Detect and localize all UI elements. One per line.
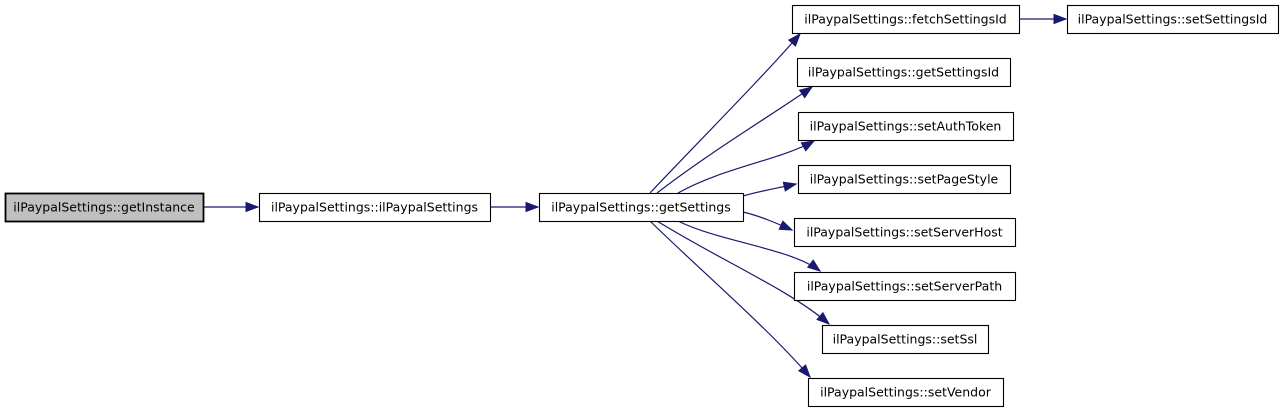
node-box[interactable] xyxy=(821,324,990,355)
node-label[interactable]: ilPaypalSettings::setAuthToken xyxy=(810,119,1002,134)
node-label[interactable]: ilPaypalSettings::setSsl xyxy=(833,332,978,347)
edge-getSettings-to-setSsl xyxy=(656,220,831,325)
node-label[interactable]: ilPaypalSettings::setVendor xyxy=(820,385,992,400)
node-box[interactable] xyxy=(1066,4,1280,35)
arrowhead-icon xyxy=(778,220,794,231)
edge-getInstance-to-ilPaypalSettings xyxy=(203,201,260,213)
node-label[interactable]: ilPaypalSettings::getSettingsId xyxy=(808,65,999,80)
graph-node-fetchSettingsId[interactable]: ilPaypalSettings::fetchSettingsId xyxy=(791,4,1021,35)
edge-line xyxy=(656,220,830,325)
node-box[interactable] xyxy=(797,164,1012,195)
graph-node-getSettingsId[interactable]: ilPaypalSettings::getSettingsId xyxy=(796,57,1012,88)
node-box[interactable] xyxy=(793,217,1017,248)
edge-getSettings-to-fetchSettingsId xyxy=(649,32,801,194)
graph-node-setSettingsId[interactable]: ilPaypalSettings::setSettingsId xyxy=(1066,4,1280,35)
graph-node-setServerPath[interactable]: ilPaypalSettings::setServerPath xyxy=(793,271,1017,302)
arrowhead-icon xyxy=(525,201,540,213)
node-label[interactable]: ilPaypalSettings::setServerHost xyxy=(806,225,1002,240)
arrowhead-icon xyxy=(782,181,798,192)
graph-node-setVendor[interactable]: ilPaypalSettings::setVendor xyxy=(807,377,1005,408)
node-box[interactable] xyxy=(4,192,205,223)
node-box[interactable] xyxy=(796,57,1012,88)
node-label[interactable]: ilPaypalSettings::getInstance xyxy=(13,200,195,215)
edge-line xyxy=(649,220,811,378)
arrowhead-icon xyxy=(798,86,814,99)
arrowhead-icon xyxy=(797,364,811,379)
node-label[interactable]: ilPaypalSettings::ilPaypalSettings xyxy=(271,200,478,215)
graph-node-ilPaypalSettings[interactable]: ilPaypalSettings::ilPaypalSettings xyxy=(258,192,492,223)
node-box[interactable] xyxy=(538,192,745,223)
edge-getSettings-to-setPageStyle xyxy=(742,181,798,197)
edge-getSettings-to-setServerHost xyxy=(742,211,794,231)
edge-getSettings-to-setAuthToken xyxy=(677,140,816,194)
edge-getSettings-to-setVendor xyxy=(649,220,811,379)
node-label[interactable]: ilPaypalSettings::setServerPath xyxy=(807,279,1002,294)
arrowhead-icon xyxy=(245,201,260,213)
graph-node-setPageStyle[interactable]: ilPaypalSettings::setPageStyle xyxy=(797,164,1012,195)
edge-ilPaypalSettings-to-getSettings xyxy=(490,201,540,213)
arrowhead-icon xyxy=(787,32,801,47)
edge-getSettings-to-getSettingsId xyxy=(656,86,814,194)
graph-node-setSsl[interactable]: ilPaypalSettings::setSsl xyxy=(821,324,990,355)
edge-line xyxy=(677,140,815,194)
edge-line xyxy=(656,86,813,194)
node-box[interactable] xyxy=(793,271,1017,302)
node-box[interactable] xyxy=(258,192,492,223)
graph-node-setAuthToken[interactable]: ilPaypalSettings::setAuthToken xyxy=(797,111,1015,142)
node-label[interactable]: ilPaypalSettings::getSettings xyxy=(551,200,731,215)
node-label[interactable]: ilPaypalSettings::setPageStyle xyxy=(810,172,999,187)
edge-fetchSettingsId-to-setSettingsId xyxy=(1019,13,1068,25)
graph-node-setServerHost[interactable]: ilPaypalSettings::setServerHost xyxy=(793,217,1017,248)
arrowhead-icon xyxy=(806,259,822,272)
arrowhead-icon xyxy=(816,311,831,325)
node-box[interactable] xyxy=(797,111,1015,142)
arrowhead-icon xyxy=(1053,13,1068,25)
node-box[interactable] xyxy=(807,377,1005,408)
edge-line xyxy=(649,33,801,194)
graph-node-getSettings[interactable]: ilPaypalSettings::getSettings xyxy=(538,192,745,223)
node-label[interactable]: ilPaypalSettings::fetchSettingsId xyxy=(804,12,1006,27)
arrowhead-icon xyxy=(800,140,816,152)
node-box[interactable] xyxy=(791,4,1021,35)
edge-getSettings-to-setServerPath xyxy=(677,220,822,272)
edge-line xyxy=(677,220,821,272)
graph-node-getInstance[interactable]: ilPaypalSettings::getInstance xyxy=(4,192,205,223)
node-label[interactable]: ilPaypalSettings::setSettingsId xyxy=(1078,12,1268,27)
